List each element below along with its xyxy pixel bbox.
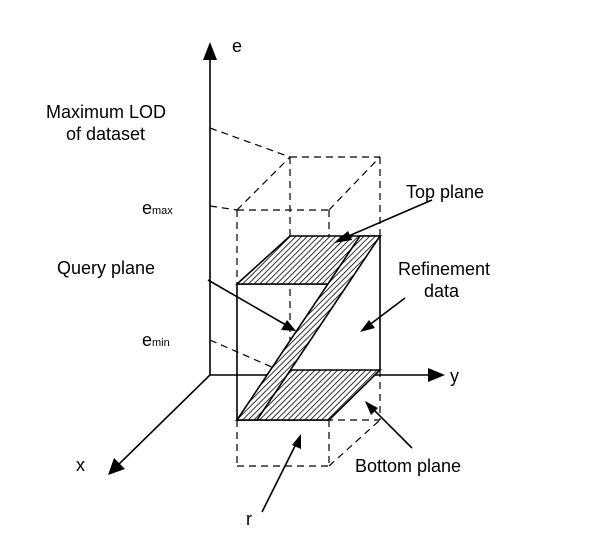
top-plane-label: Top plane xyxy=(406,182,484,202)
query-plane-label: Query plane xyxy=(57,258,155,278)
refinement-label-line2: data xyxy=(424,281,460,301)
query-plane xyxy=(235,235,382,421)
query-plane-arrow xyxy=(207,279,287,326)
x-axis-label: x xyxy=(76,455,85,475)
max-lod-label-line1: Maximum LOD xyxy=(46,102,166,122)
bottom-plane-arrow xyxy=(371,407,413,449)
e-axis-label: e xyxy=(232,36,242,56)
x-axis-arrowhead xyxy=(108,458,125,475)
e-min-label: emin xyxy=(142,330,170,350)
refinement-arrow xyxy=(367,297,406,327)
r-arrow xyxy=(261,443,297,513)
callout-arrows xyxy=(207,199,433,513)
refinement-label-line1: Refinement xyxy=(398,259,490,279)
y-axis-arrowhead xyxy=(428,368,445,382)
e-max-label: emax xyxy=(142,198,173,218)
bottom-plane-label: Bottom plane xyxy=(355,456,461,476)
top-plane-arrow xyxy=(343,199,433,239)
max-lod-label-line2: of dataset xyxy=(66,124,145,144)
x-axis-line xyxy=(116,374,211,467)
max-lod-leader xyxy=(209,127,291,158)
y-axis-label: y xyxy=(450,366,459,386)
e-axis-arrowhead xyxy=(203,42,217,60)
r-label: r xyxy=(246,509,252,529)
e-max-leader xyxy=(209,205,238,211)
